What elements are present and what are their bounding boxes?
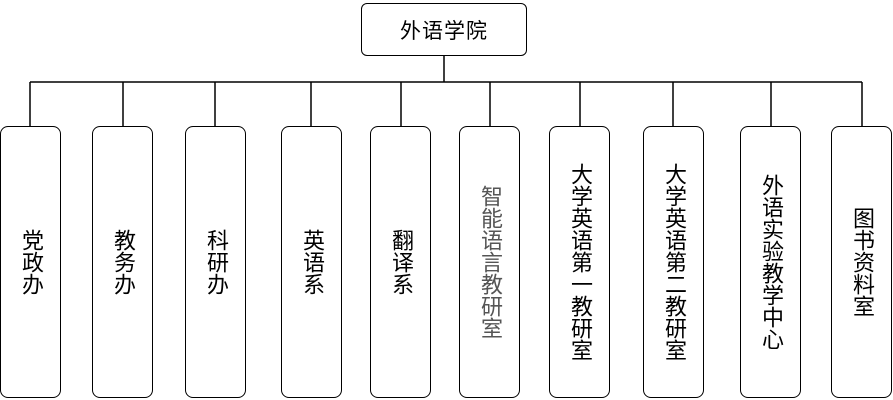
dept-node-label: 大学英语第二教研室: [661, 163, 686, 361]
dept-node-label: 英语系: [299, 229, 324, 295]
dept-node-label: 教务办: [110, 229, 135, 295]
dept-node-label: 智能语言教研室: [477, 185, 502, 339]
dept-node-research-office: 科研办: [185, 126, 246, 398]
dept-node-label: 图书资料室: [849, 207, 874, 317]
dept-node-academic-affairs: 教务办: [92, 126, 153, 398]
dept-node-label: 大学英语第一教研室: [567, 163, 592, 361]
dept-node-label: 外语实验教学中心: [758, 174, 783, 350]
dept-node-party-office: 党政办: [0, 126, 61, 398]
root-node-label: 外语学院: [400, 18, 488, 43]
dept-node-intelligent-language: 智能语言教研室: [459, 126, 520, 398]
dept-node-label: 科研办: [203, 229, 228, 295]
root-node: 外语学院: [361, 3, 527, 56]
dept-node-label: 党政办: [18, 229, 43, 295]
dept-node-library-room: 图书资料室: [831, 126, 892, 398]
dept-node-language-lab-center: 外语实验教学中心: [740, 126, 801, 398]
dept-node-label: 翻译系: [388, 229, 413, 295]
dept-node-college-english-2: 大学英语第二教研室: [643, 126, 704, 398]
dept-node-college-english-1: 大学英语第一教研室: [549, 126, 610, 398]
dept-node-translation-dept: 翻译系: [370, 126, 431, 398]
dept-node-english-dept: 英语系: [281, 126, 342, 398]
